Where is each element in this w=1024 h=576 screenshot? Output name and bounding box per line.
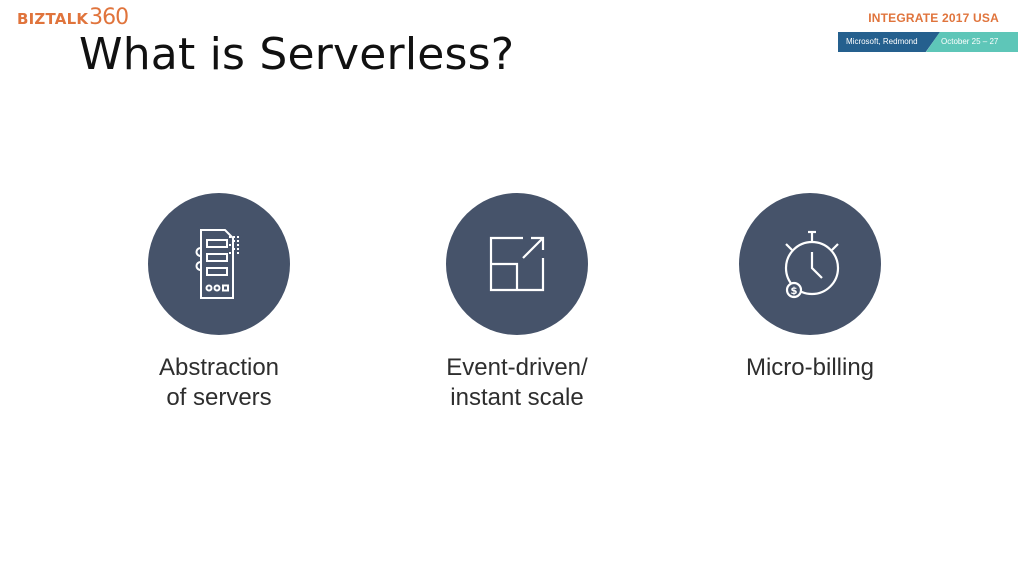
feature-micro-billing: $ Micro-billing: [680, 193, 940, 383]
logo-word: BIZTALK: [17, 10, 89, 28]
scale-icon: [489, 236, 545, 292]
event-location: Microsoft, Redmond: [838, 32, 940, 52]
server-icon: [195, 229, 239, 299]
feature-circle: [446, 193, 588, 335]
page-title: What is Serverless?: [79, 29, 515, 80]
event-dates: October 25 – 27: [926, 32, 1018, 52]
feature-label: Micro-billing: [745, 354, 875, 381]
biztalk360-logo: BIZTALK 360: [17, 5, 129, 30]
event-title: INTEGRATE 2017 USA: [868, 11, 999, 25]
svg-text:$: $: [791, 286, 798, 297]
feature-label: Event-driven/ instant scale: [446, 354, 588, 411]
feature-circle: $: [739, 193, 881, 335]
feature-abstraction: Abstraction of servers: [89, 193, 349, 413]
feature-circle: [148, 193, 290, 335]
feature-label: Abstraction of servers: [158, 354, 280, 411]
feature-event-driven: Event-driven/ instant scale: [387, 193, 647, 413]
event-info-bar: Microsoft, Redmond October 25 – 27: [838, 32, 1018, 52]
stopwatch-dollar-icon: $: [784, 230, 840, 299]
logo-number: 360: [89, 5, 129, 30]
